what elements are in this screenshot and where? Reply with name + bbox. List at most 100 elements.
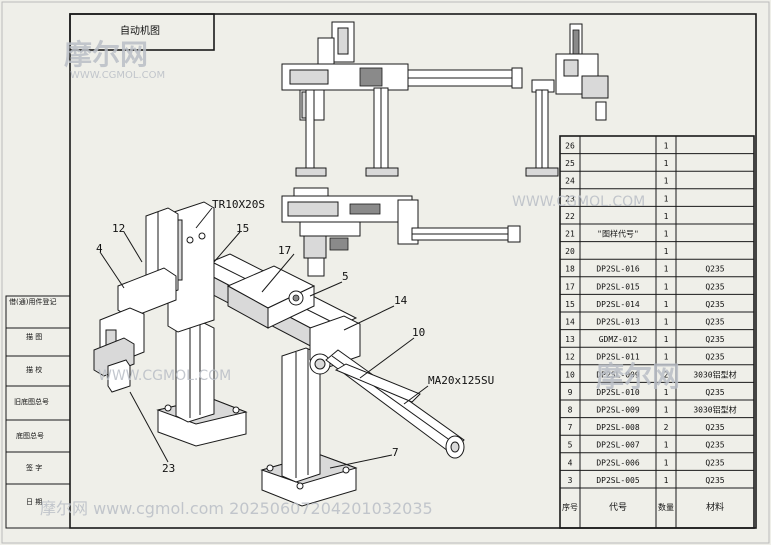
callout-5: 5 — [342, 270, 349, 283]
bom-header-code: 代号 — [609, 502, 627, 513]
bom-header-material: 材料 — [706, 501, 724, 513]
bom-row-15-seq: 8 — [568, 406, 573, 415]
bom-row-17-qty: 1 — [664, 441, 669, 450]
watermark-url-top: WWW.CGMOL.COM — [70, 70, 165, 81]
bom-row-19-qty: 1 — [664, 476, 669, 485]
title-box: 自动机图 — [69, 13, 215, 51]
bom-row-11-material: Q235 — [705, 335, 724, 344]
bom-row-11-seq: 13 — [565, 335, 575, 344]
bom-row-10-seq: 14 — [565, 318, 575, 327]
top-view — [281, 187, 521, 277]
bom-row-19-material: Q235 — [705, 476, 724, 485]
bom-header-seq: 序号 — [562, 502, 578, 512]
bom-row-3-seq: 23 — [565, 194, 575, 203]
bom-row-7-code: DP2SL-016 — [596, 265, 640, 274]
bom-row-18-qty: 1 — [664, 458, 669, 467]
bom-row-15-code: DP2SL-009 — [596, 406, 640, 415]
bom-row-8-material: Q235 — [705, 282, 724, 291]
bom-row-12-seq: 12 — [565, 353, 575, 362]
bom-row-14-qty: 1 — [664, 388, 669, 397]
callout-15: 15 — [236, 222, 249, 235]
bom-row-8-qty: 1 — [664, 282, 669, 291]
bom-row-2-seq: 24 — [565, 177, 575, 186]
callout-17: 17 — [278, 244, 291, 257]
bom-row-17-code: DP2SL-007 — [596, 441, 640, 450]
bom-row-1-seq: 25 — [565, 159, 575, 168]
bom-row-14-code: DP2SL-010 — [596, 388, 640, 397]
bom-row-5-code: "图样代号" — [597, 229, 639, 239]
bom-row-15-qty: 1 — [664, 406, 669, 415]
bom-row-9-qty: 1 — [664, 300, 669, 309]
bom-row-16-material: Q235 — [705, 423, 724, 432]
inner-frame — [69, 13, 757, 529]
bom-header-qty: 数量 — [658, 502, 674, 512]
bom-row-8-seq: 17 — [565, 282, 575, 291]
watermarks: 摩尔网 WWW.CGMOL.COM 摩尔网 WWW.CGMOL.COM WWW.… — [40, 38, 680, 518]
callout-14: 14 — [394, 294, 408, 307]
bom-row-13-seq: 10 — [565, 370, 575, 379]
bom-row-0-seq: 26 — [565, 142, 575, 151]
bom-row-17-material: Q235 — [705, 441, 724, 450]
callout-4: 4 — [96, 242, 103, 255]
watermark-brand-top: 摩尔网 — [64, 38, 148, 71]
watermark-url-right: WWW.CGMOL.COM — [512, 194, 645, 210]
bom-row-17-seq: 5 — [568, 441, 573, 450]
watermark-brand-right: 摩尔网 — [596, 360, 680, 393]
callout-7: 7 — [392, 446, 399, 459]
bom-row-11-qty: 1 — [664, 335, 669, 344]
bom-row-3-qty: 1 — [664, 194, 669, 203]
bom-row-9-code: DP2SL-014 — [596, 300, 640, 309]
bom-row-15-material: 3030铝型材 — [693, 405, 736, 415]
bom-row-13-qty: 2 — [664, 370, 669, 379]
revision-label-0: 借(通)用件登记 — [9, 297, 56, 306]
bom-row-13-code: DP2SL-009 — [596, 370, 640, 379]
callout-tr10x20s: TR10X20S — [212, 198, 265, 211]
bom-row-4-qty: 1 — [664, 212, 669, 221]
bom-row-7-material: Q235 — [705, 265, 724, 274]
revision-label-4: 底图总号 — [16, 431, 44, 440]
bom-row-16-seq: 7 — [568, 423, 573, 432]
bom-row-9-material: Q235 — [705, 300, 724, 309]
bom-row-18-material: Q235 — [705, 458, 724, 467]
bom-row-18-seq: 4 — [568, 458, 573, 467]
revision-column: 借(通)用件登记 描 图 描 校 旧底图总号 底图总号 签 字 日 期 — [5, 295, 71, 529]
callout-12: 12 — [112, 222, 125, 235]
bom-row-16-qty: 2 — [664, 423, 669, 432]
isometric-view — [93, 201, 465, 507]
bom-row-10-qty: 1 — [664, 318, 669, 327]
callout-23: 23 — [162, 462, 175, 475]
bom-row-0-qty: 1 — [664, 142, 669, 151]
bom-row-5-qty: 1 — [664, 230, 669, 239]
leader-lines — [99, 207, 429, 469]
bom-row-14-seq: 9 — [568, 388, 573, 397]
bom-row-1-qty: 1 — [664, 159, 669, 168]
bom-row-9-seq: 15 — [565, 300, 575, 309]
bom-row-5-seq: 21 — [565, 230, 575, 239]
bom-row-12-code: DP2SL-011 — [596, 353, 640, 362]
watermark-url-mid: WWW.CGMOL.COM — [98, 368, 231, 384]
bom-row-6-qty: 1 — [664, 247, 669, 256]
callout-ma20x125su: MA20x125SU — [428, 374, 494, 387]
bom-row-10-material: Q235 — [705, 318, 724, 327]
bom-row-10-code: DP2SL-013 — [596, 318, 640, 327]
revision-label-3: 旧底图总号 — [14, 397, 49, 406]
title-box-label: 自动机图 — [120, 24, 160, 37]
bom-row-13-material: 3030铝型材 — [693, 369, 736, 379]
bom-row-12-material: Q235 — [705, 353, 724, 362]
bom-row-18-code: DP2SL-006 — [596, 458, 640, 467]
revision-label-6: 日 期 — [26, 498, 42, 506]
bom-row-6-seq: 20 — [565, 247, 575, 256]
bom-row-19-seq: 3 — [568, 476, 573, 485]
revision-label-1: 描 图 — [26, 332, 42, 341]
bom-row-7-seq: 18 — [565, 265, 575, 274]
bom-row-16-code: DP2SL-008 — [596, 423, 640, 432]
side-view — [525, 23, 609, 177]
revision-label-5: 签 字 — [26, 463, 42, 472]
bom-row-14-material: Q235 — [705, 388, 724, 397]
front-view — [281, 21, 523, 177]
callout-10: 10 — [412, 326, 425, 339]
bom-row-19-code: DP2SL-005 — [596, 476, 640, 485]
bom-row-7-qty: 1 — [664, 265, 669, 274]
